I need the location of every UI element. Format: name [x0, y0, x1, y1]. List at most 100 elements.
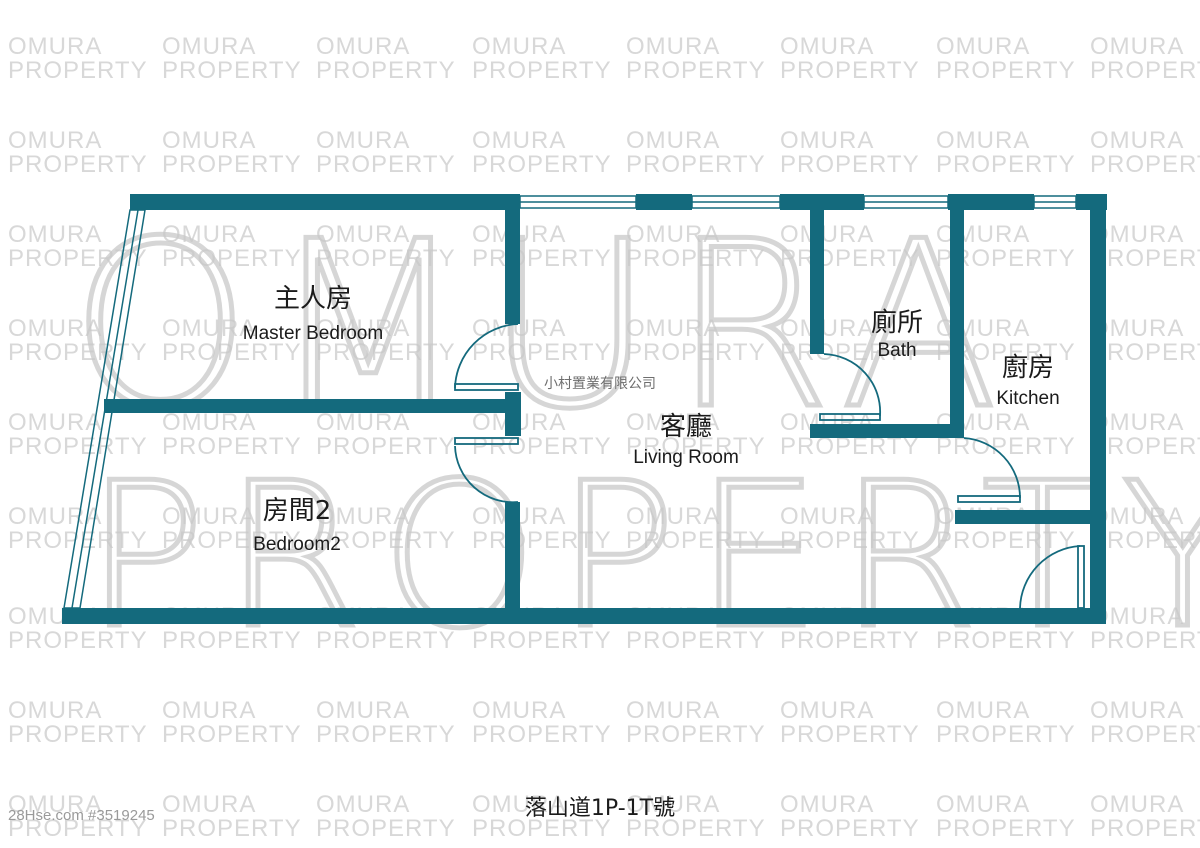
- watermark-tile-line2: PROPERTY: [472, 721, 612, 748]
- watermark-tile-line1: OMURA: [8, 791, 102, 818]
- living-room-label-zh: 客廳: [660, 412, 712, 442]
- watermark-tile-line2: PROPERTY: [780, 527, 920, 554]
- watermark-tile-line1: OMURA: [8, 409, 102, 436]
- watermark-tile-line2: PROPERTY: [1090, 433, 1200, 460]
- watermark-tile-line2: PROPERTY: [8, 151, 148, 178]
- door-leaf-bath: [819, 413, 881, 421]
- watermark-tile-line2: PROPERTY: [472, 57, 612, 84]
- watermark-tile-line2: PROPERTY: [1090, 527, 1200, 554]
- watermark-tile-line1: OMURA: [316, 315, 410, 342]
- watermark-tile-line1: OMURA: [1090, 697, 1184, 724]
- kitchen-label-en: Kitchen: [996, 388, 1059, 409]
- watermark-tile-line1: OMURA: [780, 33, 874, 60]
- watermark-tile-line2: PROPERTY: [316, 151, 456, 178]
- watermark-tile-line1: OMURA: [936, 33, 1030, 60]
- watermark-tile-line1: OMURA: [316, 503, 410, 530]
- master-bedroom-label-en: Master Bedroom: [243, 323, 383, 344]
- watermark-tile-line1: OMURA: [162, 221, 256, 248]
- watermark-tile-line2: PROPERTY: [162, 721, 302, 748]
- door-leaf-kitchen: [957, 495, 1021, 503]
- watermark-tile-line1: OMURA: [472, 33, 566, 60]
- room-labels: 主人房 Master Bedroom 房間2 Bedroom2 客廳 Livin…: [243, 284, 1060, 555]
- wall-bedroom-living-lower: [505, 502, 520, 622]
- watermark-tile-line1: OMURA: [626, 315, 720, 342]
- watermark-tile-line2: PROPERTY: [8, 815, 148, 842]
- watermark-tile-line2: PROPERTY: [316, 57, 456, 84]
- watermark-tile-line1: OMURA: [162, 503, 256, 530]
- watermark-tile-line1: OMURA: [316, 221, 410, 248]
- watermark-tile-line2: PROPERTY: [316, 245, 456, 272]
- watermark-tile-line2: PROPERTY: [626, 151, 766, 178]
- watermark-tile-line1: OMURA: [162, 697, 256, 724]
- watermark-tile-line1: OMURA: [472, 697, 566, 724]
- bedroom2-label-en: Bedroom2: [253, 534, 341, 555]
- watermark-tile-line1: OMURA: [8, 33, 102, 60]
- kitchen-label-zh: 廚房: [1002, 353, 1054, 383]
- door-arc-master: [454, 323, 519, 389]
- watermark-tile-line1: OMURA: [780, 791, 874, 818]
- watermark-tile-line2: PROPERTY: [780, 815, 920, 842]
- watermark-tile-line1: OMURA: [162, 127, 256, 154]
- watermark-tile-line2: PROPERTY: [780, 151, 920, 178]
- watermark-tile-line1: OMURA: [472, 127, 566, 154]
- watermark-tile-line1: OMURA: [626, 791, 720, 818]
- watermark-tile-line1: OMURA: [626, 503, 720, 530]
- watermark-tile-line1: OMURA: [316, 33, 410, 60]
- watermark-tile-line2: PROPERTY: [626, 433, 766, 460]
- watermark-tile-line2: PROPERTY: [1090, 815, 1200, 842]
- doors: [454, 323, 1085, 609]
- watermark-tile-line2: PROPERTY: [162, 433, 302, 460]
- door-leaf-master: [454, 383, 519, 391]
- watermark-tile-line1: OMURA: [626, 697, 720, 724]
- watermark-tile-line1: OMURA: [316, 127, 410, 154]
- watermark-large-line2: PROPERTY: [85, 440, 1200, 673]
- watermark-tile-line2: PROPERTY: [316, 721, 456, 748]
- door-arc-entrance: [1019, 545, 1081, 609]
- watermark-tile-line2: PROPERTY: [162, 527, 302, 554]
- wall-bedroom-living-upper: [505, 194, 520, 324]
- watermark-tile-line2: PROPERTY: [936, 151, 1076, 178]
- watermark-tile-line2: PROPERTY: [626, 527, 766, 554]
- master-bedroom-label-zh: 主人房: [274, 284, 352, 314]
- watermark-tile-line2: PROPERTY: [1090, 245, 1200, 272]
- watermark-tile-line1: OMURA: [626, 127, 720, 154]
- door-arc-bedroom2: [454, 445, 519, 504]
- watermark-tile-line2: PROPERTY: [316, 433, 456, 460]
- wall-top-kitchen: [948, 194, 1034, 210]
- watermark-tile-line2: PROPERTY: [936, 721, 1076, 748]
- wall-bedroom-divider: [104, 399, 518, 413]
- watermark-tile-line2: PROPERTY: [1090, 627, 1200, 654]
- watermark-tile-line2: PROPERTY: [936, 527, 1076, 554]
- watermark-tile-line2: PROPERTY: [1090, 721, 1200, 748]
- watermark-tile-line1: OMURA: [780, 503, 874, 530]
- watermark-tile-line2: PROPERTY: [626, 627, 766, 654]
- watermark-tile-line1: OMURA: [8, 221, 102, 248]
- watermark-tile-line2: PROPERTY: [626, 57, 766, 84]
- watermark-tile-line1: OMURA: [1090, 127, 1184, 154]
- watermark-tile-line2: PROPERTY: [936, 815, 1076, 842]
- watermark-tile-line2: PROPERTY: [162, 339, 302, 366]
- watermark-tile-line2: PROPERTY: [626, 245, 766, 272]
- watermark-tile-line2: PROPERTY: [162, 245, 302, 272]
- watermark-tile-line2: PROPERTY: [472, 151, 612, 178]
- watermark-tile-line1: OMURA: [162, 33, 256, 60]
- watermark-tile-line2: PROPERTY: [472, 627, 612, 654]
- watermark-tile-line2: PROPERTY: [162, 815, 302, 842]
- watermark-tile-line1: OMURA: [8, 127, 102, 154]
- watermark-tile-line1: OMURA: [1090, 791, 1184, 818]
- windows: [63, 195, 1077, 609]
- bath-label-zh: 廁所: [871, 308, 923, 338]
- watermark-large: OMURA PROPERTY: [68, 191, 1200, 676]
- watermark-tile-line2: PROPERTY: [780, 627, 920, 654]
- watermark-tile-line2: PROPERTY: [780, 721, 920, 748]
- wall-top-mid: [636, 194, 692, 210]
- door-leaf-entrance: [1077, 545, 1085, 609]
- watermark-tile-line2: PROPERTY: [936, 627, 1076, 654]
- bedroom2-label-zh: 房間2: [263, 496, 332, 526]
- watermark-tile-line2: PROPERTY: [472, 815, 612, 842]
- living-room-label-en: Living Room: [633, 447, 739, 468]
- wall-bath-left: [810, 194, 824, 354]
- watermark-tile-line2: PROPERTY: [780, 245, 920, 272]
- watermark-tile-line1: OMURA: [780, 697, 874, 724]
